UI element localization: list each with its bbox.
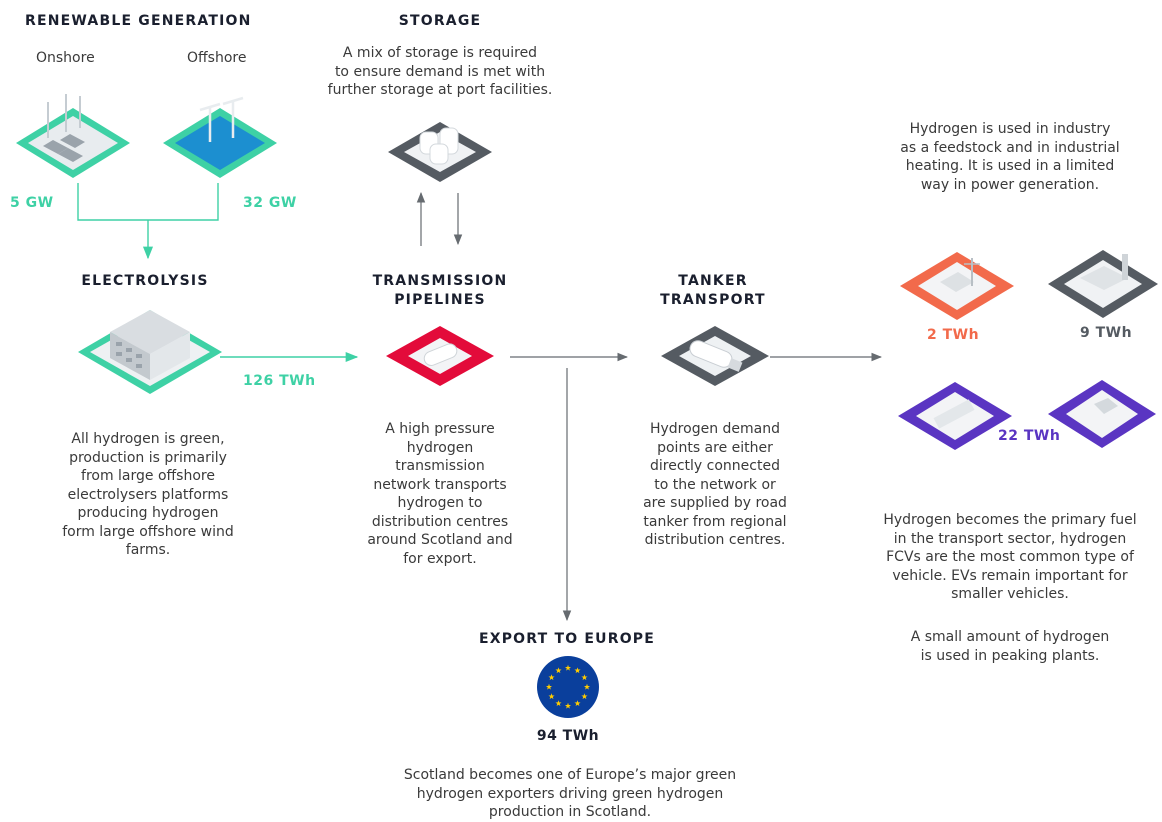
- transmission-title-line: PIPELINES: [394, 292, 486, 308]
- eu-star: [548, 693, 555, 700]
- storage-title: STORAGE: [398, 13, 482, 29]
- tanker-text-line: tanker from regional: [643, 513, 787, 530]
- transport-text-line: smaller vehicles.: [951, 586, 1069, 602]
- tanker-text-line: are supplied by road: [643, 495, 787, 511]
- industry-text-line: way in power generation.: [920, 176, 1100, 193]
- transmission-description: A high pressure hydrogen transmission ne…: [335, 420, 545, 568]
- tanker-title: TANKER TRANSPORT: [613, 272, 813, 310]
- tanker-title-line: TANKER: [678, 273, 748, 289]
- transport-description: Hydrogen becomes the primary fuel in the…: [860, 511, 1160, 604]
- transmission-text-line: network transports: [373, 476, 507, 493]
- eu-flag-icon: [537, 656, 599, 718]
- offshore-label: Offshore: [187, 50, 247, 66]
- electrolysis-text-line: producing hydrogen: [77, 505, 219, 521]
- electrolysis-plant-icon: [78, 310, 222, 394]
- export-title: EXPORT TO EUROPE: [478, 631, 656, 647]
- transmission-text-line: distribution centres: [371, 513, 509, 530]
- eu-star: [564, 664, 572, 671]
- tanker-text-line: Hydrogen demand: [649, 421, 780, 437]
- electrolysis-description: All hydrogen is green, production is pri…: [20, 430, 276, 560]
- storage-text-line: A mix of storage is required: [342, 45, 538, 61]
- offshore-wind-icon: [163, 96, 277, 178]
- transport-text-line: in the transport sector, hydrogen: [893, 530, 1127, 547]
- eu-star: [581, 674, 588, 681]
- tanker-text-line: directly connected: [650, 458, 780, 474]
- export-text-line: Scotland becomes one of Europe’s major g…: [403, 767, 737, 783]
- house-icon: [1048, 380, 1156, 448]
- export-description: Scotland becomes one of Europe’s major g…: [330, 766, 810, 822]
- tanker-text-line: points are either: [657, 439, 773, 456]
- transmission-text-line: A high pressure: [385, 421, 495, 437]
- offshore-value: 32 GW: [243, 195, 297, 211]
- renewable-merge-line: [77, 183, 219, 221]
- vehicle-depot-icon: [898, 382, 1012, 450]
- wind-turbines-solar-icon: [16, 94, 130, 178]
- pipeline-icon: [386, 326, 494, 386]
- eu-star: [548, 674, 555, 681]
- power-value: 2 TWh: [927, 327, 980, 343]
- transport-text-line: FCVs are the most common type of: [886, 549, 1134, 565]
- transport-text-line: Hydrogen becomes the primary fuel: [883, 512, 1137, 528]
- transport-text-line: vehicle. EVs remain important for: [892, 567, 1128, 584]
- tanker-text-line: to the network or: [654, 476, 776, 493]
- transmission-title: TRANSMISSION PIPELINES: [340, 272, 540, 310]
- eu-star: [581, 693, 588, 700]
- transport-value: 22 TWh: [998, 428, 1061, 444]
- export-value: 94 TWh: [536, 728, 600, 744]
- transmission-text-line: transmission: [395, 458, 485, 474]
- tanker-icon: [661, 326, 769, 386]
- eu-star: [574, 700, 581, 707]
- transmission-title-line: TRANSMISSION: [372, 273, 508, 289]
- renewable-generation-title: RENEWABLE GENERATION: [25, 13, 252, 29]
- electrolysis-text-line: All hydrogen is green,: [71, 431, 225, 447]
- power-plant-icon: [900, 252, 1014, 320]
- electrolysis-title: ELECTROLYSIS: [81, 273, 209, 289]
- peaking-description: A small amount of hydrogen is used in pe…: [880, 628, 1140, 665]
- eu-star: [583, 683, 591, 690]
- transmission-text-line: hydrogen to: [397, 495, 483, 511]
- tanker-description: Hydrogen demand points are either direct…: [605, 420, 825, 550]
- electrolysis-text-line: farms.: [125, 542, 171, 558]
- export-text-line: production in Scotland.: [488, 804, 652, 820]
- eu-star: [555, 667, 562, 674]
- eu-star: [564, 702, 572, 709]
- transmission-text-line: hydrogen: [406, 439, 474, 456]
- eu-star: [555, 700, 562, 707]
- electrolysis-text-line: production is primarily: [69, 449, 227, 466]
- export-text-line: hydrogen exporters driving green hydroge…: [416, 785, 724, 802]
- storage-tanks-icon: [388, 122, 492, 182]
- storage-text-line: further storage at port facilities.: [327, 82, 553, 98]
- industry-description: Hydrogen is used in industry as a feedst…: [880, 120, 1140, 194]
- electrolysis-text-line: form large offshore wind: [62, 523, 234, 540]
- electrolysis-text-line: from large offshore: [81, 468, 215, 484]
- industry-text-line: heating. It is used in a limited: [905, 158, 1115, 174]
- peaking-text-line: A small amount of hydrogen: [910, 629, 1110, 645]
- peaking-text-line: is used in peaking plants.: [920, 647, 1100, 664]
- industry-text-line: Hydrogen is used in industry: [909, 121, 1111, 137]
- industry-value: 9 TWh: [1080, 325, 1133, 341]
- tanker-text-line: distribution centres.: [644, 532, 786, 548]
- onshore-value: 5 GW: [10, 195, 54, 211]
- tanker-title-line: TRANSPORT: [660, 292, 766, 308]
- factory-icon: [1048, 250, 1158, 318]
- eu-star: [545, 683, 553, 690]
- eu-star: [574, 667, 581, 674]
- transmission-text-line: for export.: [403, 550, 477, 567]
- electrolysis-text-line: electrolysers platforms: [67, 486, 229, 503]
- storage-text-line: to ensure demand is met with: [334, 63, 546, 80]
- storage-description: A mix of storage is required to ensure d…: [290, 44, 590, 100]
- transmission-text-line: around Scotland and: [367, 532, 513, 548]
- onshore-label: Onshore: [36, 50, 95, 66]
- industry-text-line: as a feedstock and in industrial: [900, 139, 1120, 156]
- electrolysis-value: 126 TWh: [243, 373, 316, 389]
